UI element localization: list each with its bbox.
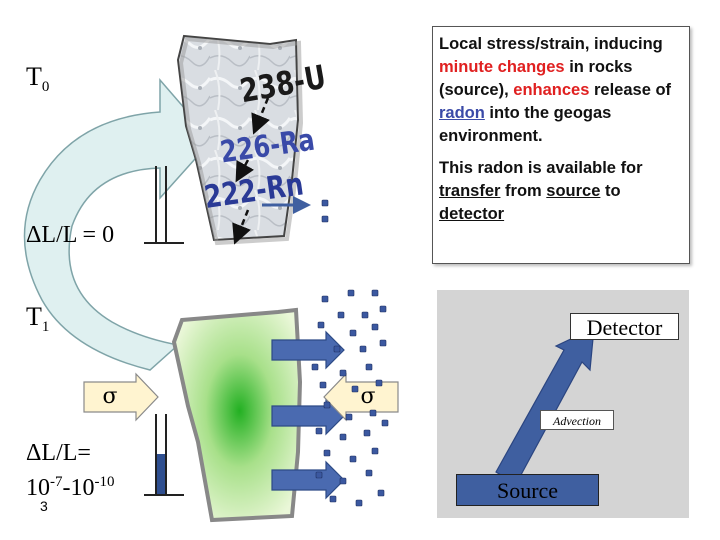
beaker-bottom-base xyxy=(144,494,184,496)
explanation-paragraph-1: Local stress/strain, inducing minute cha… xyxy=(439,33,685,148)
radon-particle-bottom xyxy=(379,339,387,347)
release-arrow-1 xyxy=(271,330,345,370)
radon-particle-bottom xyxy=(347,289,355,297)
sigma-right-label: σ xyxy=(360,384,376,409)
radon-particle-bottom xyxy=(337,311,345,319)
text-segment: into the geogas environment. xyxy=(439,104,612,145)
value-base-1: 10 xyxy=(26,475,50,501)
sigma-left-label: σ xyxy=(102,384,118,409)
release-arrow-3 xyxy=(271,460,345,500)
t0-subscript: 0 xyxy=(41,79,50,95)
value-exp-1: -7 xyxy=(50,474,63,490)
text-segment: release of xyxy=(589,81,672,99)
radon-particle-bottom xyxy=(339,369,347,377)
page-number: 3 xyxy=(40,498,48,514)
radon-particle-bottom xyxy=(339,433,347,441)
detector-label: Detector xyxy=(570,313,679,340)
top-rock xyxy=(176,34,304,246)
t0-label: T0 xyxy=(26,62,49,96)
decay-arrow-ra-rn xyxy=(235,159,255,183)
radon-particle-bottom xyxy=(361,311,369,319)
sigma-arrow-left xyxy=(83,372,159,422)
radon-particle-bottom xyxy=(359,345,367,353)
radon-particle-bottom xyxy=(315,471,323,479)
radon-particle-bottom xyxy=(329,495,337,503)
t1-text: T xyxy=(26,302,42,331)
radon-particle-bottom xyxy=(369,409,377,417)
radon-particle-bottom xyxy=(371,323,379,331)
decay-arrow-rn-down xyxy=(232,209,251,245)
radon-particle-bottom xyxy=(375,379,383,387)
text-segment: Local stress/strain, inducing xyxy=(439,35,663,53)
radon-particle-bottom xyxy=(349,455,357,463)
beaker-bottom-level xyxy=(157,454,165,494)
text-radon: radon xyxy=(439,104,485,122)
text-segment: This radon is available for xyxy=(439,159,643,177)
radon-particle-top xyxy=(321,215,329,223)
radon-particle-bottom xyxy=(323,401,331,409)
decay-arrow-u-ra xyxy=(251,97,270,135)
t1-subscript: 1 xyxy=(41,319,50,335)
t0-text: T xyxy=(26,62,42,91)
radon-particle-bottom xyxy=(365,363,373,371)
radon-particle-bottom xyxy=(349,329,357,337)
radon-particle-bottom xyxy=(355,499,363,507)
radon-particle-bottom xyxy=(371,289,379,297)
delta-l-bottom-value: 10-7-10-10 xyxy=(26,474,115,502)
source-label: Source xyxy=(456,474,599,506)
text-segment: in rocks (source), xyxy=(439,58,633,99)
radon-particle-bottom xyxy=(381,419,389,427)
radon-particle-bottom xyxy=(365,469,373,477)
radon-particle-bottom xyxy=(323,449,331,457)
text-detector: detector xyxy=(439,205,505,223)
bottom-rock xyxy=(171,307,303,523)
radon-particle-bottom xyxy=(315,427,323,435)
radon-particle-bottom xyxy=(371,447,379,455)
text-enhances: enhances xyxy=(513,81,590,99)
radon-particle-bottom xyxy=(317,321,325,329)
radon-particle-bottom xyxy=(339,477,347,485)
text-minute-changes: minute changes xyxy=(439,58,565,76)
radon-particle-bottom xyxy=(351,385,359,393)
radon-particle-bottom xyxy=(363,429,371,437)
value-exp-2: -10 xyxy=(94,474,115,490)
radon-particle-bottom xyxy=(345,413,353,421)
delta-l-bottom-label: ΔL/L= xyxy=(26,440,91,466)
explanation-paragraph-2: This radon is available for transfer fro… xyxy=(439,157,685,226)
radon-particle-bottom xyxy=(377,489,385,497)
radon-particle-bottom xyxy=(333,345,341,353)
radon-particle-bottom xyxy=(379,305,387,313)
delta-l-top-label: ΔL/L = 0 xyxy=(26,222,115,248)
beaker-top-base xyxy=(144,242,184,244)
radon-particle-bottom xyxy=(311,363,319,371)
curved-arrow-shape xyxy=(23,77,213,371)
radon-particle-top xyxy=(321,199,329,207)
radon-particle-bottom xyxy=(319,381,327,389)
text-segment: from xyxy=(500,182,547,200)
value-mid: -10 xyxy=(62,475,95,501)
t1-label: T1 xyxy=(26,302,49,336)
explanation-textbox: Local stress/strain, inducing minute cha… xyxy=(432,26,690,264)
text-source: source xyxy=(546,182,601,200)
text-segment: to xyxy=(600,182,621,200)
radon-particle-bottom xyxy=(321,295,329,303)
advection-label: Advection xyxy=(540,410,614,430)
text-transfer: transfer xyxy=(439,182,501,200)
